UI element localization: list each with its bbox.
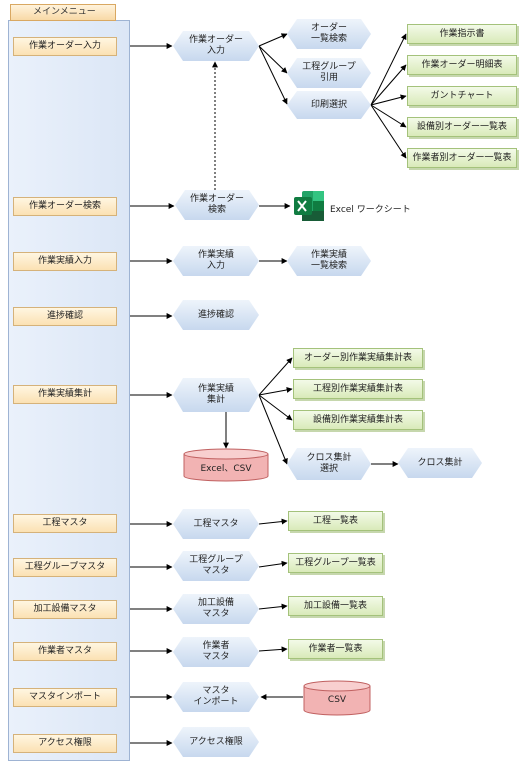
- node-result-list-search[interactable]: 作業実績 一覧検索: [287, 246, 371, 276]
- node-process-master[interactable]: 工程マスタ: [173, 509, 259, 539]
- node-order-list-search[interactable]: オーダー 一覧検索: [287, 19, 371, 49]
- node-worker-master[interactable]: 作業者 マスタ: [173, 637, 259, 667]
- arrow-print-output-1: [370, 64, 407, 106]
- output-equipment-result-summary: 設備別作業実績集計表: [293, 410, 423, 430]
- menu-item-worker-master[interactable]: 作業者マスタ: [13, 642, 117, 661]
- menu-item-order-search[interactable]: 作業オーダー検索: [13, 197, 117, 216]
- excel-csv-label: Excel、CSV: [200, 464, 252, 474]
- arrow-summary-output-0: [258, 357, 293, 396]
- node-equipment-master[interactable]: 加工設備 マスタ: [173, 594, 259, 624]
- arrow-worker-list: [258, 646, 288, 653]
- output-equipment-order-list: 設備別オーダー一覧表: [407, 117, 517, 137]
- output-process-list: 工程一覧表: [288, 511, 383, 531]
- output-order-result-summary: オーダー別作業実績集計表: [293, 348, 423, 368]
- arrow-print-output-4: [370, 104, 407, 159]
- datastore-cylinder-icon: [303, 680, 371, 716]
- output-process-group-list: 工程グループ一覧表: [288, 553, 383, 573]
- output-gantt-chart: ガントチャート: [407, 86, 517, 106]
- menu-item-result-summary[interactable]: 作業実績集計: [13, 385, 117, 404]
- menu-item-master-import[interactable]: マスタインポート: [13, 688, 117, 707]
- menu-item-result-entry[interactable]: 作業実績入力: [13, 252, 117, 271]
- arrow-cross-select: [258, 394, 288, 465]
- node-process-group-master[interactable]: 工程グループ マスタ: [173, 551, 259, 581]
- csv-datastore: CSV: [303, 680, 371, 716]
- csv-label: CSV: [327, 695, 347, 705]
- node-result-entry[interactable]: 作業実績 入力: [173, 246, 259, 276]
- menu-item-access-rights[interactable]: アクセス権限: [13, 734, 117, 753]
- arrow-print-output-2: [370, 94, 407, 106]
- main-menu-title: メインメニュー: [10, 4, 116, 21]
- arrow-equipment-list: [258, 603, 288, 610]
- node-process-group-ref[interactable]: 工程グループ 引用: [287, 58, 371, 88]
- node-cross-select[interactable]: クロス集計 選択: [287, 448, 371, 480]
- arrow-process-group-list: [258, 560, 288, 568]
- datastore-cylinder-icon: [183, 448, 269, 482]
- excel-csv-datastore: Excel、CSV: [183, 448, 269, 482]
- menu-item-process-master[interactable]: 工程マスタ: [13, 514, 117, 533]
- arrow-process-group-ref: [258, 45, 288, 74]
- arrow-order-list-search: [258, 33, 288, 47]
- output-process-result-summary: 工程別作業実績集計表: [293, 379, 423, 399]
- node-access-rights[interactable]: アクセス権限: [173, 727, 259, 757]
- output-work-instruction: 作業指示書: [407, 24, 517, 44]
- excel-icon: [294, 191, 324, 221]
- arrow-print-select: [258, 45, 288, 105]
- menu-item-order-entry[interactable]: 作業オーダー入力: [13, 37, 117, 56]
- node-master-import[interactable]: マスタ インポート: [173, 682, 259, 712]
- arrow-print-output-3: [370, 104, 407, 128]
- node-result-summary[interactable]: 作業実績 集計: [173, 378, 259, 412]
- menu-item-progress-check[interactable]: 進捗確認: [13, 307, 117, 326]
- output-order-detail: 作業オーダー明細表: [407, 55, 517, 75]
- node-order-entry[interactable]: 作業オーダー 入力: [173, 31, 259, 61]
- output-equipment-list: 加工設備一覧表: [288, 596, 383, 616]
- arrow-process-list: [258, 518, 288, 525]
- node-order-search[interactable]: 作業オーダー 検索: [175, 190, 259, 220]
- arrow-summary-output-2: [258, 394, 293, 421]
- excel-sheet-label: Excel ワークシート: [330, 205, 411, 215]
- arrow-summary-output-1: [258, 387, 293, 396]
- node-cross-summary[interactable]: クロス集計: [398, 448, 482, 478]
- menu-item-equipment-master[interactable]: 加工設備マスタ: [13, 600, 117, 619]
- node-print-select[interactable]: 印刷選択: [287, 91, 371, 119]
- arrow-print-output-0: [370, 33, 407, 106]
- menu-item-process-group-master[interactable]: 工程グループマスタ: [13, 558, 117, 577]
- output-worker-list: 作業者一覧表: [288, 639, 383, 659]
- node-progress-check[interactable]: 進捗確認: [173, 300, 259, 330]
- output-worker-order-list: 作業者別オーダー一覧表: [407, 148, 517, 168]
